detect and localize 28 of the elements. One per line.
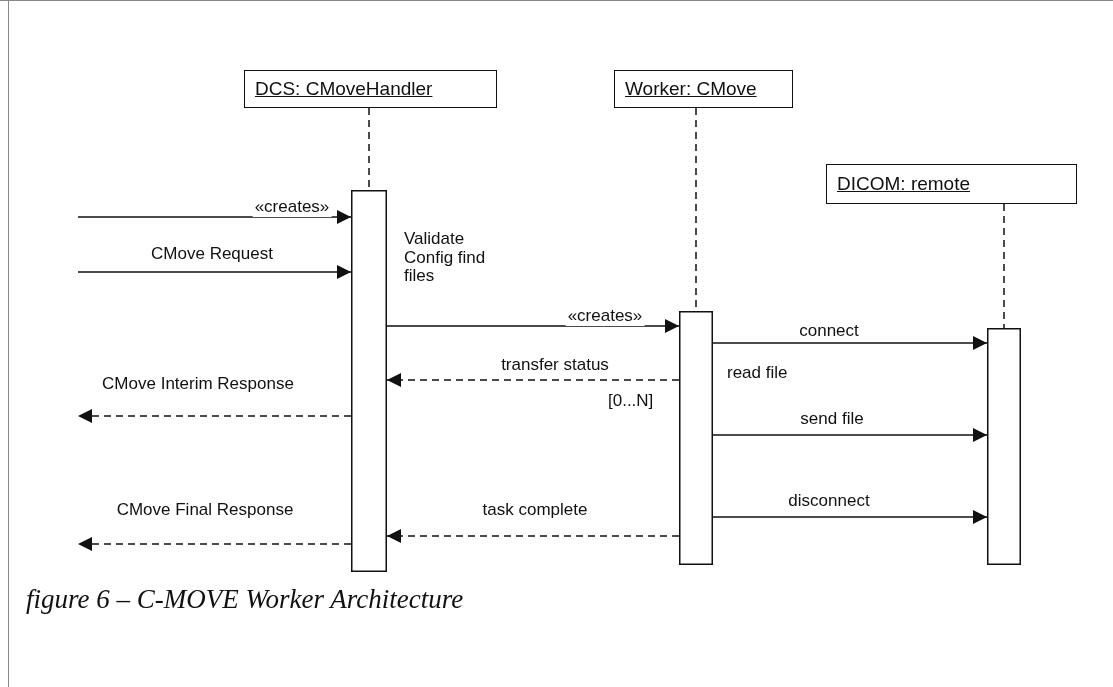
activation-bar (351, 190, 387, 572)
message-label: CMove Interim Response (100, 374, 296, 394)
object-box (614, 70, 793, 108)
return-arrow (77, 409, 352, 423)
object-name: DCS: CMoveHandler (255, 78, 433, 100)
object-box (244, 70, 497, 108)
return-arrow (77, 537, 352, 551)
message-arrow (712, 336, 988, 350)
return-arrow (386, 373, 680, 387)
return-arrow (386, 529, 680, 543)
message-arrow (712, 428, 988, 442)
note-text: read file (727, 364, 788, 383)
figure-caption: figure 6 – C-MOVE Worker Architecture (26, 584, 464, 615)
lifeline (1003, 203, 1005, 329)
note-text: Validate Config find files (404, 230, 487, 287)
message-label: CMove Final Response (114, 500, 296, 520)
message-arrow (386, 319, 680, 333)
message-arrow (77, 210, 352, 224)
message-label: task complete (480, 500, 590, 520)
object-name: Worker: CMove (625, 78, 757, 100)
message-arrow (712, 510, 988, 524)
multiplicity-label: [0...N] (608, 392, 654, 411)
object-box (826, 164, 1077, 204)
message-label: CMove Request (149, 244, 275, 264)
message-arrow (77, 265, 352, 279)
object-name: DICOM: remote (837, 173, 971, 195)
activation-bar (679, 311, 713, 565)
activation-bar (987, 328, 1021, 565)
